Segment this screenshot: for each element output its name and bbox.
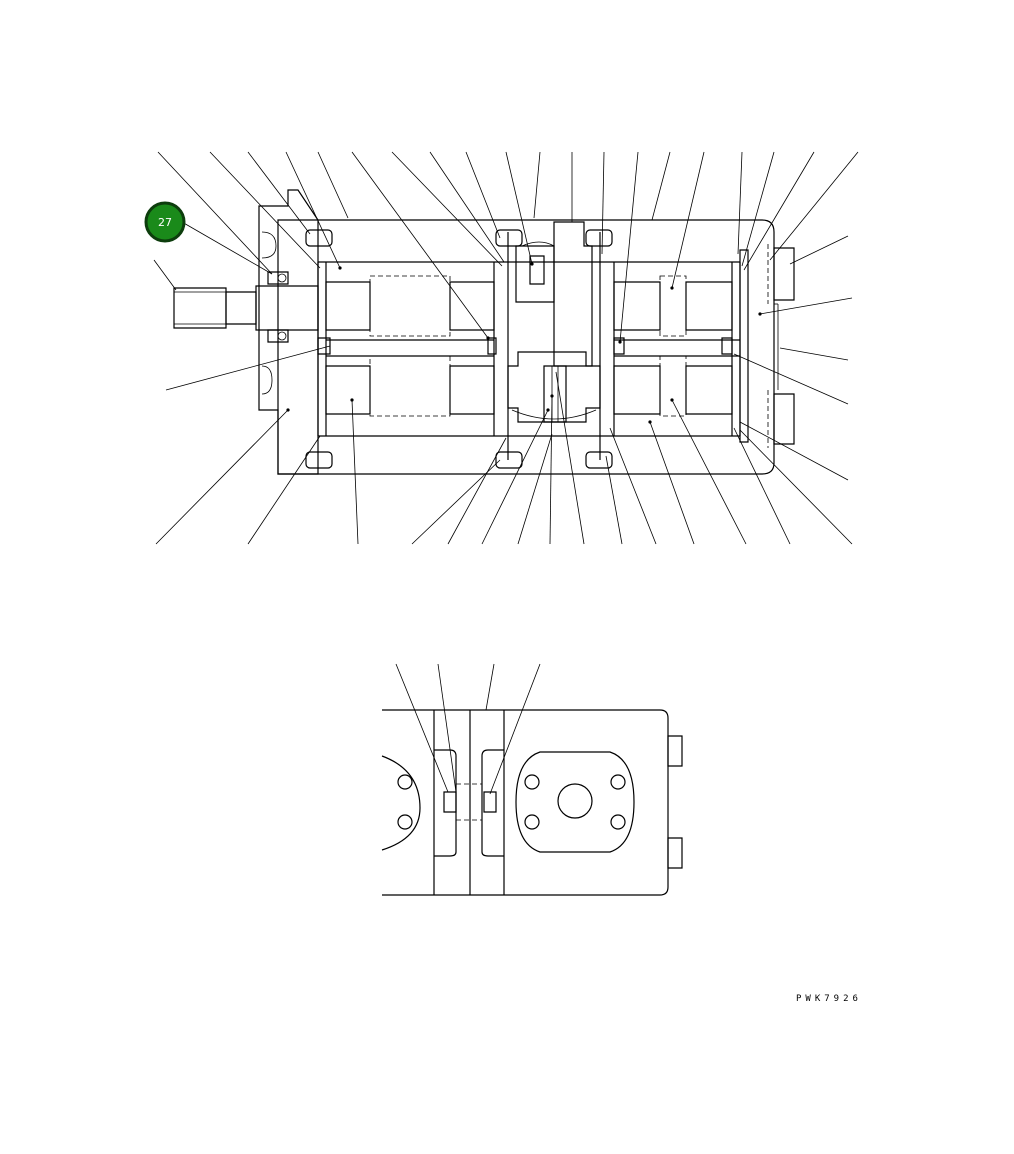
oil-seal-upper bbox=[268, 272, 288, 284]
callout-label: 27 bbox=[158, 216, 172, 229]
drawing-code: PWK7926 bbox=[796, 994, 862, 1004]
gear-set-right bbox=[614, 276, 740, 416]
leader-lines-right bbox=[734, 236, 852, 480]
port-flange bbox=[516, 752, 634, 852]
sectional-view: 27 bbox=[146, 152, 858, 544]
rear-cover bbox=[740, 244, 794, 448]
center-coupling bbox=[508, 222, 600, 422]
gear-set-left bbox=[326, 276, 494, 416]
drive-shaft bbox=[174, 288, 226, 328]
leader-lines-left bbox=[154, 260, 330, 390]
housing-outline bbox=[278, 220, 774, 474]
leader-lines-bottom bbox=[156, 372, 852, 544]
callout-badge[interactable]: 27 bbox=[146, 203, 272, 274]
detail-view bbox=[382, 664, 682, 895]
leader-lines-top bbox=[158, 152, 858, 342]
leader-dots bbox=[286, 262, 762, 424]
oil-seal-lower bbox=[268, 330, 288, 342]
housing-bolts bbox=[306, 230, 612, 468]
